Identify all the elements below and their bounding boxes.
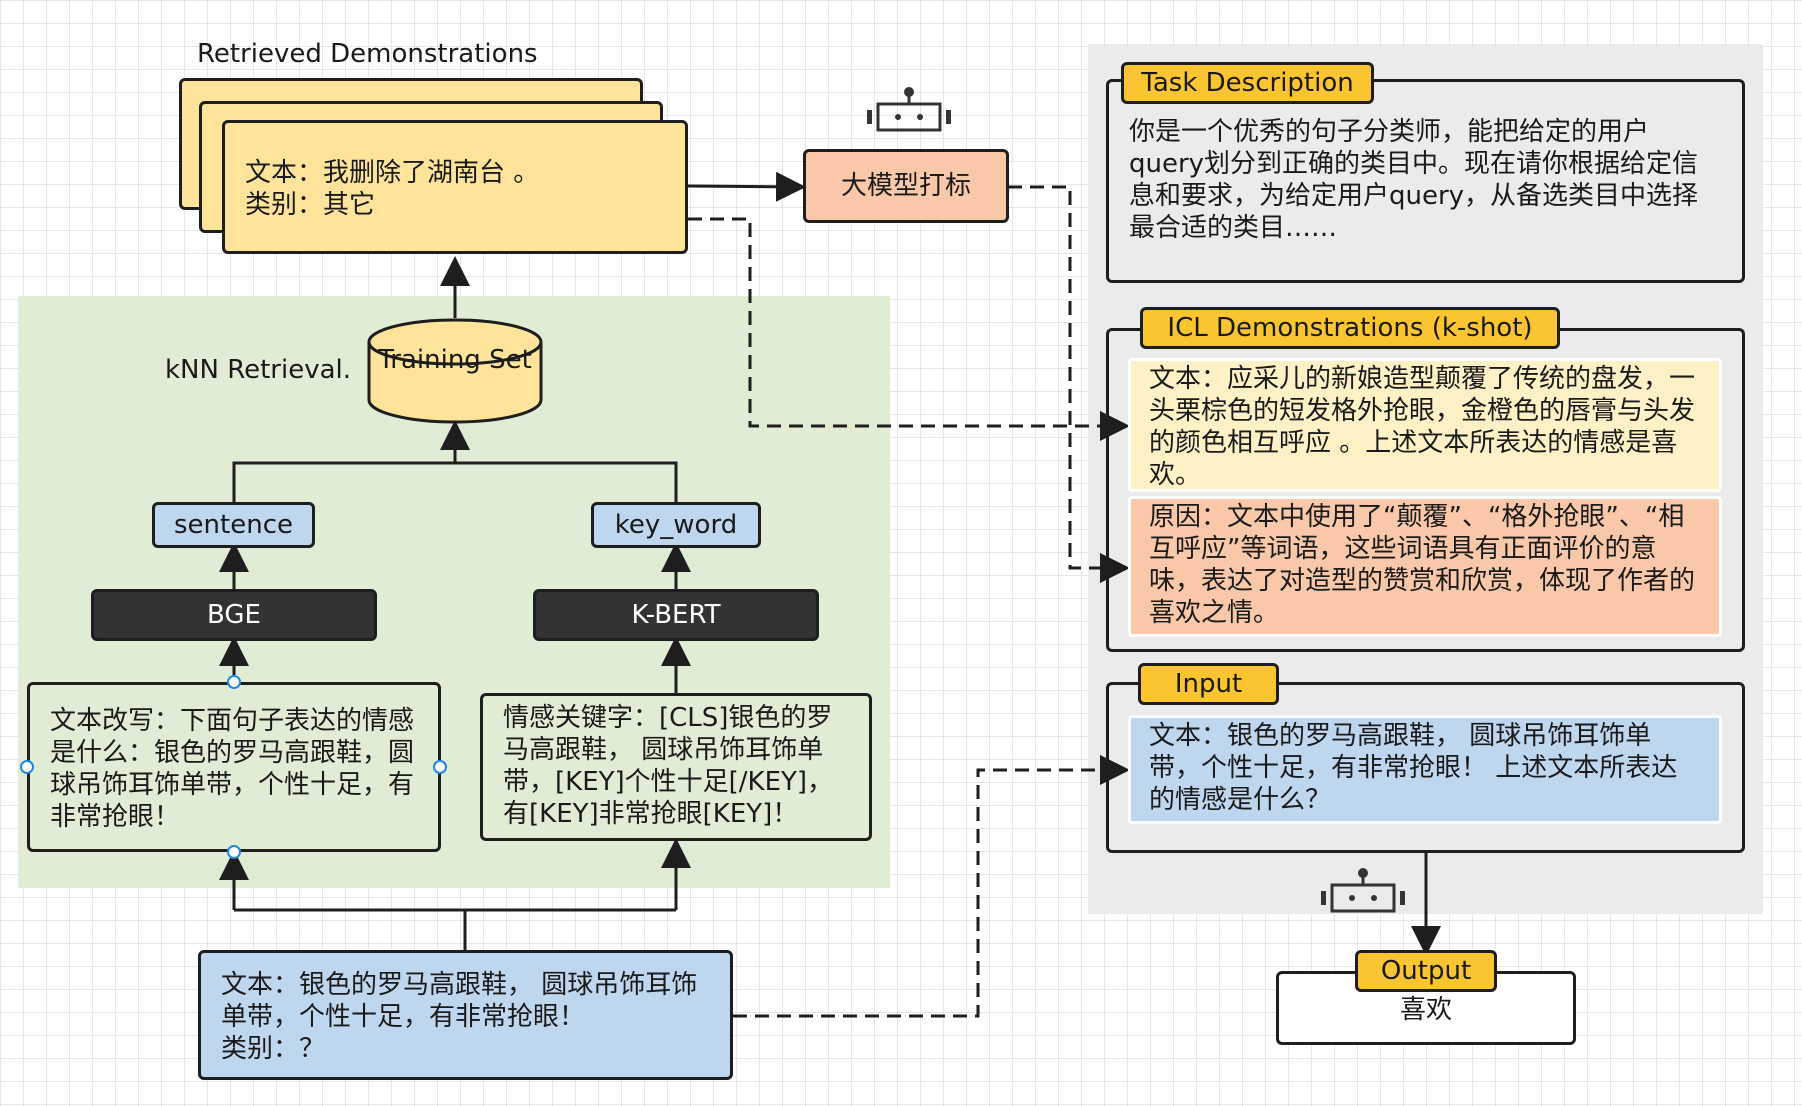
input-card-label: 类别：？ <box>221 1034 326 1064</box>
icl-reason-text: 原因：文本中使用了“颠覆”、“格外抢眼”、“相互呼应”等词语，这些词语具有正面评… <box>1149 502 1696 628</box>
resize-handle-right[interactable] <box>433 760 447 774</box>
output-tag: Output <box>1355 950 1497 992</box>
icl-demonstrations-tag-label: ICL Demonstrations (k-shot) <box>1167 313 1533 343</box>
retrieved-title: Retrieved Demonstrations <box>197 39 538 69</box>
kbert-label: K-BERT <box>631 600 721 630</box>
input-box <box>1106 682 1745 853</box>
input-card-text-1: 文本：银色的罗马高跟鞋， 圆球吊饰耳饰 <box>221 970 698 1000</box>
llm-labeling-box: 大模型打标 <box>803 149 1009 223</box>
retrieved-card: 文本：我删除了湖南台 。 类别：其它 <box>222 120 688 254</box>
input-card: 文本：银色的罗马高跟鞋， 圆球吊饰耳饰 单带，个性十足，有非常抢眼！ 类别：？ <box>198 950 733 1080</box>
retrieved-card-text: 文本：我删除了湖南台 。 <box>245 158 540 188</box>
input-tag-label: Input <box>1174 669 1243 699</box>
training-set-label: Training Set <box>378 345 532 375</box>
kbert-model: K-BERT <box>533 589 819 641</box>
resize-handle-top[interactable] <box>227 675 241 689</box>
keyword-text-box: 情感关键字：[CLS]银色的罗马高跟鞋， 圆球吊饰耳饰单带，[KEY]个性十足[… <box>480 693 872 841</box>
task-description-tag: Task Description <box>1121 62 1374 104</box>
task-description-box: 你是一个优秀的句子分类师，能把给定的用户query划分到正确的类目中。现在请你根… <box>1106 79 1745 283</box>
icl-example-text: 文本：应采儿的新娘造型颠覆了传统的盘发，一头栗棕色的短发格外抢眼，金橙色的唇膏与… <box>1149 364 1696 490</box>
icl-example-box: 文本：应采儿的新娘造型颠覆了传统的盘发，一头栗棕色的短发格外抢眼，金橙色的唇膏与… <box>1128 358 1722 492</box>
keyword-text: 情感关键字：[CLS]银色的罗马高跟鞋， 圆球吊饰耳饰单带，[KEY]个性十足[… <box>503 703 834 829</box>
robot-icon <box>867 87 951 132</box>
input-card-text-2: 单带，个性十足，有非常抢眼！ <box>221 1002 586 1032</box>
output-tag-label: Output <box>1380 956 1472 986</box>
keyword-tag-label: key_word <box>614 510 738 540</box>
icl-reason-box: 原因：文本中使用了“颠覆”、“格外抢眼”、“相互呼应”等词语，这些词语具有正面评… <box>1128 496 1722 637</box>
input-text-box: 文本：银色的罗马高跟鞋， 圆球吊饰耳饰单带，个性十足，有非常抢眼！ 上述文本所表… <box>1128 715 1722 824</box>
input-tag: Input <box>1138 663 1279 705</box>
resize-handle-bottom[interactable] <box>227 845 241 859</box>
retrieved-card-label: 类别：其它 <box>245 190 376 220</box>
bge-label: BGE <box>207 600 261 630</box>
input-text: 文本：银色的罗马高跟鞋， 圆球吊饰耳饰单带，个性十足，有非常抢眼！ 上述文本所表… <box>1149 721 1678 815</box>
task-description-text: 你是一个优秀的句子分类师，能把给定的用户query划分到正确的类目中。现在请你根… <box>1129 117 1699 243</box>
training-set-cylinder <box>367 318 543 424</box>
sentence-tag-label: sentence <box>174 510 293 540</box>
resize-handle-left[interactable] <box>20 760 34 774</box>
robot-icon <box>1321 868 1405 913</box>
bge-model: BGE <box>91 589 377 641</box>
sentence-tag: sentence <box>152 502 315 548</box>
task-description-tag-label: Task Description <box>1141 68 1354 98</box>
output-text: 喜欢 <box>1399 995 1452 1025</box>
icl-demonstrations-tag: ICL Demonstrations (k-shot) <box>1140 307 1560 349</box>
keyword-tag: key_word <box>591 502 761 548</box>
rewrite-text: 文本改写：下面句子表达的情感是什么：银色的罗马高跟鞋，圆球吊饰耳饰单带，个性十足… <box>50 706 415 832</box>
output-box: 喜欢 <box>1276 971 1576 1045</box>
rewrite-text-box[interactable]: 文本改写：下面句子表达的情感是什么：银色的罗马高跟鞋，圆球吊饰耳饰单带，个性十足… <box>27 682 441 852</box>
knn-label: kNN Retrieval. <box>165 355 352 385</box>
llm-labeling-label: 大模型打标 <box>840 171 971 201</box>
